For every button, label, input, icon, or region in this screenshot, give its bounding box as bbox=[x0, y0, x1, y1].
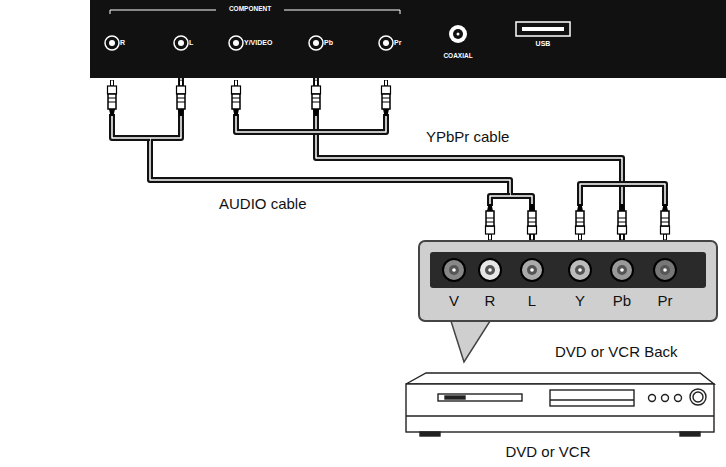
jack-label: Pb bbox=[324, 39, 333, 47]
cable-line bbox=[316, 78, 622, 240]
jack-label: V bbox=[449, 293, 459, 310]
jack-label: Pr bbox=[394, 39, 401, 47]
cable-branches bbox=[112, 114, 665, 206]
tv-panel bbox=[90, 0, 726, 78]
cable bbox=[316, 78, 622, 240]
jack-label: L bbox=[528, 293, 536, 310]
jack-label: Pr bbox=[658, 293, 673, 310]
jack-label: COAXIAL bbox=[443, 52, 472, 59]
caption-label: DVD or VCR Back bbox=[552, 343, 681, 360]
cable-core bbox=[150, 78, 532, 240]
cable-line bbox=[150, 78, 532, 240]
cable-label: AUDIO cable bbox=[216, 195, 310, 212]
device-caption: DVD or VCR bbox=[505, 444, 590, 461]
jack-label: Y bbox=[575, 293, 585, 310]
jack-label: L bbox=[189, 39, 193, 47]
jack-label: Pb bbox=[613, 293, 631, 310]
cable-core bbox=[316, 78, 622, 240]
rca-plug bbox=[108, 80, 391, 116]
port-label: USB bbox=[536, 40, 551, 48]
jack-label: R bbox=[120, 39, 125, 47]
dvd-back-panel bbox=[419, 241, 717, 321]
cable-label: YPbPr cable bbox=[423, 128, 512, 145]
device-box: DVD or VCR bbox=[400, 370, 718, 464]
callout-pointer bbox=[450, 318, 492, 362]
dvd-back-panel: V R L Y Pb Pr bbox=[418, 240, 718, 322]
rca-plug bbox=[486, 204, 670, 240]
cable bbox=[150, 78, 532, 240]
panel-heading: COMPONENT bbox=[229, 5, 271, 12]
tv-back-panel: COMPONENT R L Y/VIDEO Pb PrCOAXIAL USB bbox=[90, 0, 726, 78]
jack-label: Y/VIDEO bbox=[244, 39, 272, 47]
jack-label: R bbox=[485, 293, 496, 310]
dvd-player bbox=[406, 373, 714, 436]
